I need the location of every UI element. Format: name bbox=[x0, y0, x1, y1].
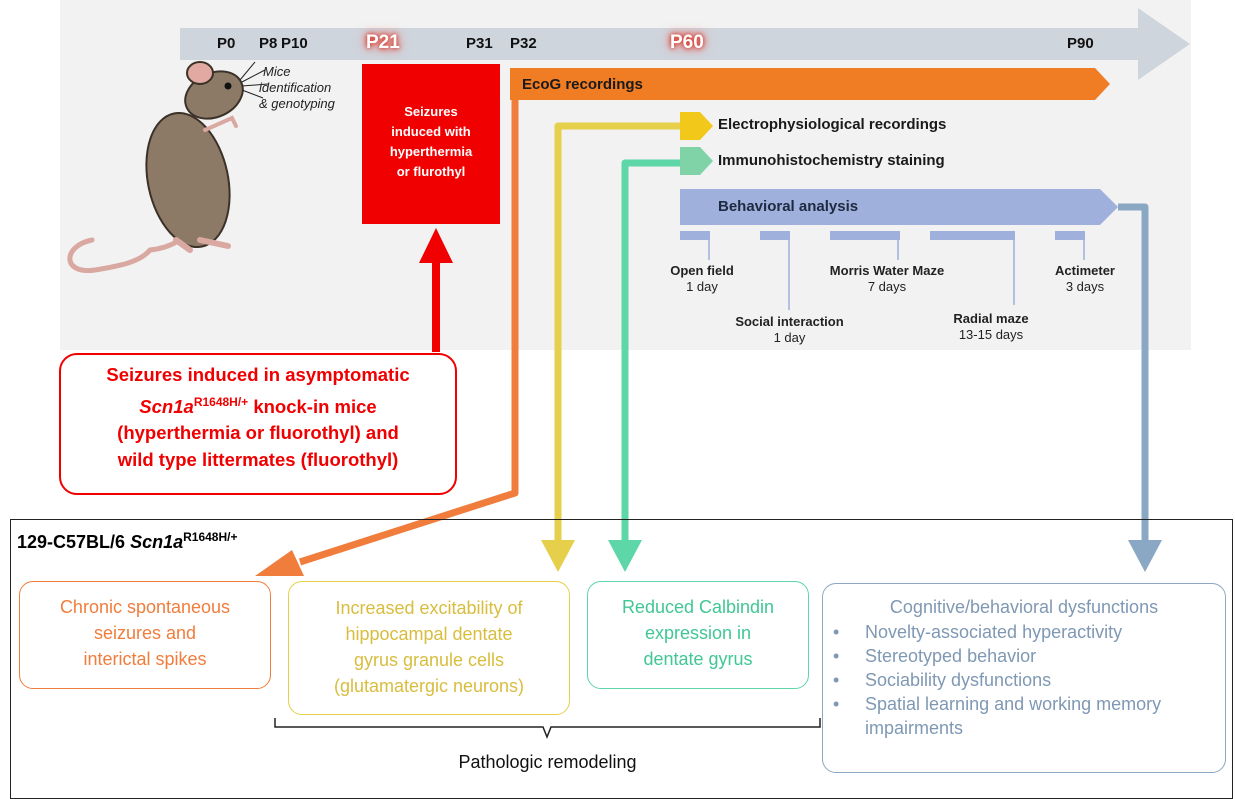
behavior-arrow-head bbox=[1128, 540, 1162, 572]
tick-p8: P8 bbox=[259, 35, 278, 52]
radial-marker bbox=[930, 231, 1015, 240]
seizure-box-text: Seizures induced with hyperthermia or fl… bbox=[389, 104, 473, 179]
mice-identification-note: Mice identification & genotyping bbox=[259, 64, 335, 111]
behavior-connector bbox=[1118, 203, 1149, 542]
behavior-bar bbox=[680, 189, 1118, 225]
remodeling-label: Pathologic remodeling bbox=[458, 752, 637, 772]
induction-box: Seizures induced in asymptomatic Scn1aR1… bbox=[59, 353, 457, 495]
cognitive-box: Cognitive/behavioral dysfunctions Novelt… bbox=[822, 583, 1226, 773]
dysfunction-item: Spatial learning and working memory impa… bbox=[823, 692, 1225, 740]
model-title: 129-C57BL/6 Scn1aR1648H/+ bbox=[17, 530, 238, 552]
test-markers bbox=[680, 231, 1085, 310]
immuno-chevron bbox=[680, 147, 713, 175]
time-axis-arrow bbox=[180, 8, 1190, 80]
morris-marker bbox=[830, 231, 900, 240]
dysfunction-item: Stereotyped behavior bbox=[823, 644, 1225, 668]
tick-p0: P0 bbox=[217, 35, 236, 52]
induction-line-3: (hyperthermia or fluorothyl) and bbox=[117, 422, 399, 444]
induction-line-4: wild type littermates (fluorothyl) bbox=[117, 448, 399, 470]
tick-p90: P90 bbox=[1067, 35, 1094, 52]
seizure-box bbox=[362, 64, 500, 224]
electro-arrow-head bbox=[541, 540, 575, 572]
dysfunction-item: Sociability dysfunctions bbox=[823, 668, 1225, 692]
behavior-bar-label: Behavioral analysis bbox=[718, 198, 859, 215]
tick-p10: P10 bbox=[281, 35, 308, 52]
dysfunction-item: Novelty-associated hyperactivity bbox=[823, 620, 1225, 644]
ecog-bar bbox=[510, 68, 1110, 100]
open-field-marker bbox=[680, 231, 710, 240]
tick-p60: P60 bbox=[670, 32, 704, 53]
ecog-arrow-head bbox=[255, 550, 304, 576]
social-marker bbox=[760, 231, 790, 240]
remodeling-brace bbox=[274, 718, 821, 740]
electro-bar-label: Electrophysiological recordings bbox=[718, 116, 947, 133]
induction-line-1: Seizures induced in asymptomatic bbox=[106, 364, 410, 385]
electro-chevron bbox=[680, 112, 713, 140]
induction-line-2: Scn1aR1648H/+ knock-in mice bbox=[139, 394, 377, 417]
induction-arrow-head bbox=[419, 228, 453, 263]
tick-p32: P32 bbox=[510, 35, 537, 52]
cognitive-list: Novelty-associated hyperactivity Stereot… bbox=[823, 620, 1225, 740]
tick-p21: P21 bbox=[366, 32, 400, 53]
immuno-arrow-head bbox=[608, 540, 642, 572]
immuno-connector bbox=[621, 159, 680, 542]
mouse-illustration bbox=[67, 61, 269, 274]
cognitive-title: Cognitive/behavioral dysfunctions bbox=[889, 597, 1159, 617]
excitability-box: Increased excitability of hippocampal de… bbox=[288, 581, 570, 715]
ecog-bar-label: EcoG recordings bbox=[522, 76, 643, 93]
chronic-seizures-box: Chronic spontaneous seizures and interic… bbox=[19, 581, 271, 689]
tick-p31: P31 bbox=[466, 35, 493, 52]
electro-connector bbox=[554, 122, 680, 542]
calbindin-box: Reduced Calbindin expression in dentate … bbox=[587, 581, 809, 689]
ecog-connector bbox=[298, 100, 519, 566]
immuno-bar-label: Immunohistochemistry staining bbox=[718, 152, 945, 169]
actimeter-marker bbox=[1055, 231, 1085, 240]
